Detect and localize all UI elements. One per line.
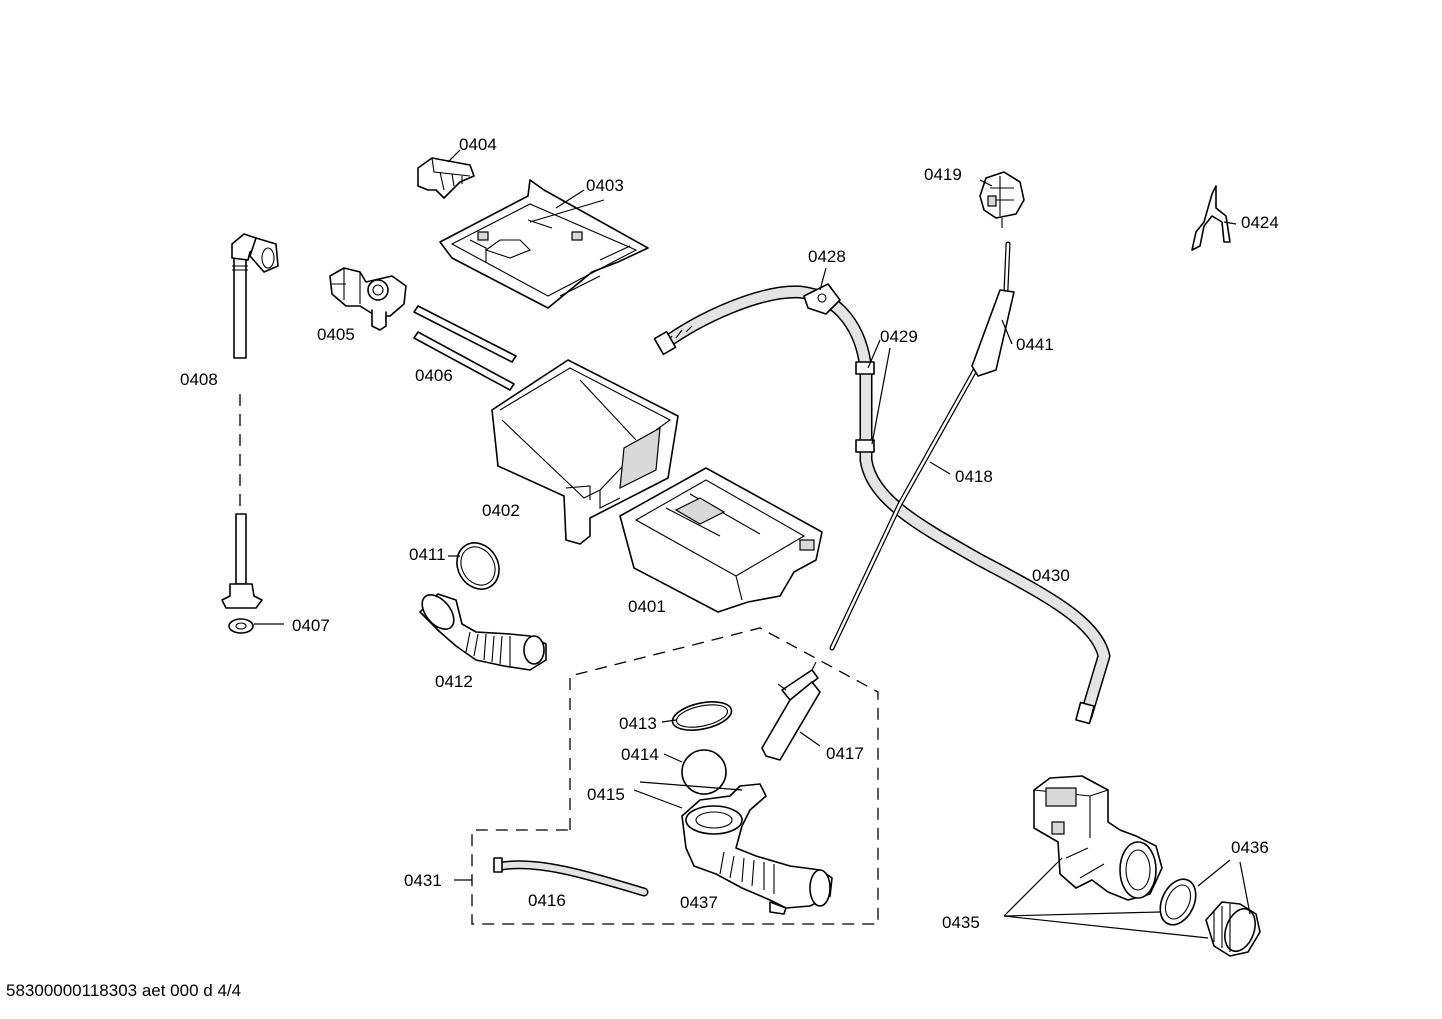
label-0405: 0405 — [317, 325, 355, 344]
label-0431: 0431 — [404, 871, 442, 890]
part-0417-sensor — [761, 661, 821, 761]
label-0429: 0429 — [880, 327, 918, 346]
part-0402-dispenser-housing — [491, 359, 679, 545]
label-0418: 0418 — [955, 467, 993, 486]
label-0437: 0437 — [680, 893, 718, 912]
label-0416: 0416 — [528, 891, 566, 910]
label-0415: 0415 — [587, 785, 625, 804]
label-0402: 0402 — [482, 501, 520, 520]
part-0406-rods — [413, 305, 517, 391]
label-0406: 0406 — [415, 366, 453, 385]
label-0417: 0417 — [826, 744, 864, 763]
label-0412: 0412 — [435, 672, 473, 691]
leader-lines — [254, 149, 1251, 939]
label-0436: 0436 — [1231, 838, 1269, 857]
label-0404: 0404 — [459, 135, 497, 154]
label-0428: 0428 — [808, 247, 846, 266]
label-0403: 0403 — [586, 176, 624, 195]
part-0407-hose-fitting — [221, 513, 263, 634]
part-0412-bellows-hose — [419, 593, 547, 671]
part-0437-sump-bellows — [681, 783, 833, 915]
part-labels: 0404 0403 0419 0424 0428 0405 0429 0441 … — [180, 135, 1279, 932]
label-0411: 0411 — [409, 545, 446, 564]
label-0401: 0401 — [628, 597, 666, 616]
part-0401-detergent-drawer — [619, 467, 823, 613]
part-0428-0430-hoses — [653, 283, 1111, 725]
part-0416-small-hose — [493, 857, 649, 897]
drawing-number-footer: 58300000118303 aet 000 d 4/4 — [6, 981, 242, 1000]
part-0404-clip — [417, 157, 475, 199]
part-0408-hose-elbow — [231, 233, 279, 359]
label-0430: 0430 — [1032, 566, 1070, 585]
part-0414-float-ball — [681, 749, 727, 795]
part-0411-seal-ring — [456, 542, 500, 590]
label-0441: 0441 — [1016, 335, 1054, 354]
part-0424-hook-clip — [1191, 185, 1231, 251]
sump-assembly-outline — [471, 627, 879, 925]
part-0413-o-ring — [671, 701, 733, 731]
label-0408: 0408 — [180, 370, 218, 389]
label-0419: 0419 — [924, 165, 962, 184]
part-0435-drain-pump — [1033, 775, 1163, 901]
part-0403-dispenser-cover — [439, 179, 649, 309]
part-0405-inlet-valve — [329, 267, 407, 331]
part-0441-0418-pressure-tube — [829, 241, 1015, 651]
part-0419-pressure-switch — [979, 171, 1025, 228]
part-0436-seal-filter — [1159, 878, 1261, 957]
label-0413: 0413 — [619, 714, 657, 733]
label-0424: 0424 — [1241, 213, 1279, 232]
label-0414: 0414 — [621, 745, 659, 764]
label-0407: 0407 — [292, 616, 330, 635]
label-0435: 0435 — [942, 913, 980, 932]
